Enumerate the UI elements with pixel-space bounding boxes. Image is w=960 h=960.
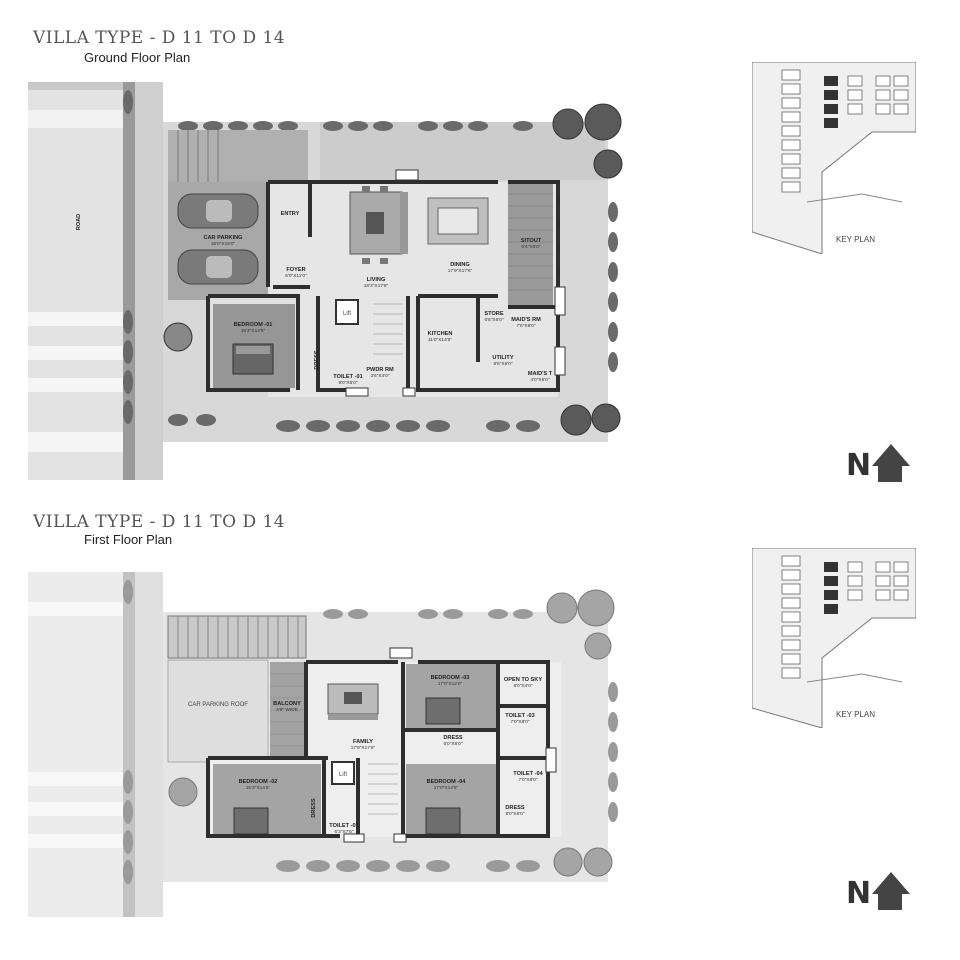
dress4-dim: 8'0"X6'0" xyxy=(505,811,524,817)
first-north-label: N xyxy=(846,876,872,911)
living-label: LIVING xyxy=(367,277,386,283)
ground-key-plan xyxy=(751,61,917,255)
toilet3-dim: 7'0"X8'0" xyxy=(510,719,529,725)
pwdr-label: PWDR RM xyxy=(366,367,394,373)
ground-north-arrow-icon xyxy=(872,444,910,488)
ff-dress2-label: DRESS xyxy=(311,798,317,818)
entry-label: ENTRY xyxy=(281,211,300,217)
bedroom3-label: BEDROOM -03 xyxy=(431,675,470,681)
toilet4-dim: 7'0"X8'0" xyxy=(518,777,537,783)
ground-north-label: N xyxy=(846,448,872,483)
ff-toilet1-dim: 6'3"X7'6" xyxy=(334,829,353,835)
foyer-label: FOYER xyxy=(286,267,305,273)
maids-rm-dim: 7'6"X8'0" xyxy=(516,323,535,329)
ground-floor-title: VILLA TYPE - D 11 TO D 14 xyxy=(33,28,286,48)
ff-lift-label: Lift xyxy=(339,772,347,778)
bedroom1-dim: 15'3"X14'5" xyxy=(241,328,266,334)
gf-toilet1-dim: 9'0"X6'0" xyxy=(338,380,357,386)
family-dim: 17'9"X17'6" xyxy=(351,745,376,751)
gf-dress-label: DRESS xyxy=(314,350,320,370)
first-key-plan-label: KEY PLAN xyxy=(836,710,875,719)
ff-toilet1-label: TOILET -01 xyxy=(329,823,358,829)
family-label: FAMILY xyxy=(353,739,373,745)
dining-dim: 17'9"X17'6" xyxy=(448,268,473,274)
utility-label: UTILITY xyxy=(492,355,513,361)
dress4-label: DRESS xyxy=(505,805,525,811)
dress3-dim: 6'0"X6'0" xyxy=(443,741,462,747)
first-floor-plan: CAR PARKING ROOF BALCONY 4'6" WIDE Lift … xyxy=(28,572,628,917)
store-dim: 6'6"X6'0" xyxy=(484,317,503,323)
ground-floor-plan: ROAD CAR PARKING 18'0"X16'0" xyxy=(28,82,628,480)
bedroom4-dim: 17'0"X14'6" xyxy=(434,785,459,791)
toilet3-label: TOILET -03 xyxy=(505,713,534,719)
bedroom1-label: BEDROOM -01 xyxy=(234,322,273,328)
utility-dim: 8'6"X6'0" xyxy=(493,361,512,367)
living-dim: 18'3"X17'6" xyxy=(364,283,389,289)
car-parking-label: CAR PARKING xyxy=(203,235,242,241)
maids-t-label: MAID'S T xyxy=(528,371,553,377)
first-north-arrow-icon xyxy=(872,872,910,916)
car-parking-roof-label: CAR PARKING ROOF xyxy=(188,702,248,708)
open-to-sky-label: OPEN TO SKY xyxy=(504,677,542,683)
toilet4-label: TOILET -04 xyxy=(513,771,543,777)
car-parking-dim: 18'0"X16'0" xyxy=(211,241,236,247)
balcony-dim: 4'6" WIDE xyxy=(276,707,298,713)
road-label: ROAD xyxy=(76,214,82,230)
first-floor-title: VILLA TYPE - D 11 TO D 14 xyxy=(33,512,286,532)
sitout-label: SITOUT xyxy=(521,238,542,244)
pwdr-dim: 3'6"X4'0" xyxy=(370,373,389,379)
kitchen-dim: 11'0"X14'6" xyxy=(428,337,452,343)
gf-lift-label: Lift xyxy=(343,311,351,317)
bedroom2-dim: 15'3"X14'5" xyxy=(246,785,271,791)
first-key-plan xyxy=(751,547,917,729)
bedroom2-label: BEDROOM -02 xyxy=(239,779,278,785)
ground-key-plan-label: KEY PLAN xyxy=(836,235,875,244)
kitchen-label: KITCHEN xyxy=(428,331,453,337)
bedroom3-dim: 17'0"X12'0" xyxy=(438,681,463,687)
ground-floor-subtitle: Ground Floor Plan xyxy=(84,50,191,65)
store-label: STORE xyxy=(484,311,503,317)
balcony-label: BALCONY xyxy=(273,701,301,707)
gf-toilet1-label: TOILET -01 xyxy=(333,374,362,380)
maids-rm-label: MAID'S RM xyxy=(511,317,541,323)
dining-label: DINING xyxy=(450,262,470,268)
open-to-sky-dim: 8'0"X4'0" xyxy=(513,683,532,689)
bedroom4-label: BEDROOM -04 xyxy=(427,779,467,785)
maids-t-dim: 4'0"X6'0" xyxy=(530,377,549,383)
foyer-dim: 6'0"X11'0" xyxy=(285,273,307,279)
first-floor-subtitle: First Floor Plan xyxy=(84,532,173,547)
sitout-dim: 6'4"X8'0" xyxy=(521,244,540,250)
dress3-label: DRESS xyxy=(443,735,463,741)
